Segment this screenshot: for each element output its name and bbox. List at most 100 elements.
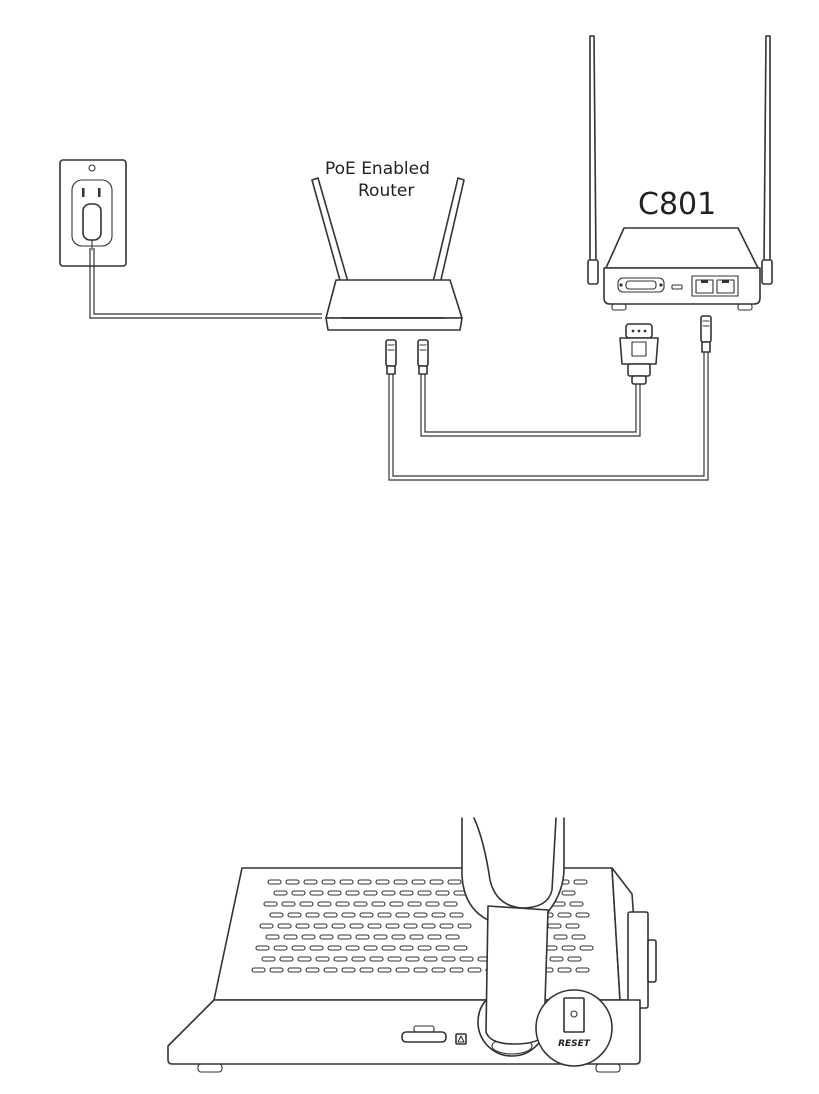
vent-slot <box>566 924 579 928</box>
vent-slot <box>400 891 413 895</box>
vent-slot <box>376 880 389 884</box>
vent-slot <box>428 935 441 939</box>
vent-slot <box>568 957 581 961</box>
vent-slot <box>370 957 383 961</box>
vent-slot <box>260 924 273 928</box>
vent-slot <box>446 935 459 939</box>
vent-slot <box>292 891 305 895</box>
vent-slot <box>458 924 471 928</box>
vent-slot <box>418 946 431 950</box>
vent-slot <box>314 924 327 928</box>
vent-slot <box>576 913 589 917</box>
vent-slot <box>278 924 291 928</box>
vent-slot <box>304 880 317 884</box>
vent-slot <box>338 935 351 939</box>
vent-slot <box>346 891 359 895</box>
vent-slot <box>328 891 341 895</box>
vent-slot <box>442 957 455 961</box>
vent-slot <box>358 880 371 884</box>
vent-slot <box>400 946 413 950</box>
vent-slot <box>340 880 353 884</box>
vent-slot <box>414 968 427 972</box>
vent-slot <box>392 935 405 939</box>
vent-slot <box>562 891 575 895</box>
vent-slot <box>364 891 377 895</box>
vent-slot <box>382 946 395 950</box>
vent-slot <box>346 946 359 950</box>
vent-slot <box>274 946 287 950</box>
vent-slot <box>318 902 331 906</box>
vent-slot <box>316 957 329 961</box>
vent-slot <box>306 968 319 972</box>
vent-slot <box>436 891 449 895</box>
vent-slot <box>280 957 293 961</box>
vent-slot <box>342 913 355 917</box>
vent-slot <box>270 968 283 972</box>
serial-cable <box>421 374 640 436</box>
vent-slot <box>332 924 345 928</box>
vent-slot <box>266 935 279 939</box>
vent-slot <box>252 968 265 972</box>
vent-slot <box>396 913 409 917</box>
vent-slot <box>468 968 481 972</box>
vent-slot <box>386 924 399 928</box>
vent-slot <box>334 957 347 961</box>
vent-slot <box>572 935 585 939</box>
vent-slot <box>436 946 449 950</box>
vent-slot <box>390 902 403 906</box>
vent-slot <box>284 935 297 939</box>
vent-slot <box>396 968 409 972</box>
vent-slot <box>310 946 323 950</box>
device-model-label: C801 <box>638 187 716 222</box>
vent-slot <box>378 968 391 972</box>
vent-slot <box>570 902 583 906</box>
router-ethernet-plug-1 <box>386 340 396 374</box>
vent-slot <box>450 913 463 917</box>
vent-slot <box>268 880 281 884</box>
vent-slot <box>310 891 323 895</box>
vent-slot <box>306 913 319 917</box>
reset-label: RESET <box>558 1039 591 1049</box>
vent-slot <box>368 924 381 928</box>
vent-slot <box>558 913 571 917</box>
vent-slot <box>580 946 593 950</box>
vent-slot <box>288 968 301 972</box>
vent-slot <box>548 924 561 928</box>
power-port-icon <box>402 1032 446 1042</box>
vent-slot <box>404 924 417 928</box>
vent-slot <box>550 957 563 961</box>
router-ethernet-plug-2 <box>418 340 428 374</box>
vent-slot <box>382 891 395 895</box>
vent-slot <box>286 880 299 884</box>
vent-slot <box>302 935 315 939</box>
vent-slot <box>328 946 341 950</box>
wall-outlet-icon <box>60 160 126 266</box>
vent-slot <box>320 935 333 939</box>
vent-slot <box>440 924 453 928</box>
vent-slot <box>360 968 373 972</box>
vent-slot <box>292 946 305 950</box>
vent-slot <box>298 957 311 961</box>
vent-slot <box>324 913 337 917</box>
vent-slot <box>300 902 313 906</box>
vent-slot <box>450 968 463 972</box>
vent-slot <box>444 902 457 906</box>
ethernet-cable <box>389 352 708 480</box>
vent-slot <box>256 946 269 950</box>
vent-slot <box>264 902 277 906</box>
vent-slot <box>274 891 287 895</box>
vent-slot <box>350 924 363 928</box>
vent-slot <box>288 913 301 917</box>
reset-button[interactable]: RESET <box>536 990 612 1066</box>
router-label-line1: PoE Enabled <box>325 159 430 179</box>
vent-slot <box>374 935 387 939</box>
vent-slot <box>432 968 445 972</box>
vent-slot <box>372 902 385 906</box>
c801-device-icon <box>588 36 772 310</box>
vent-slot <box>426 902 439 906</box>
vent-slot <box>410 935 423 939</box>
vent-slot <box>408 902 421 906</box>
vent-slot <box>562 946 575 950</box>
vent-slot <box>448 880 461 884</box>
